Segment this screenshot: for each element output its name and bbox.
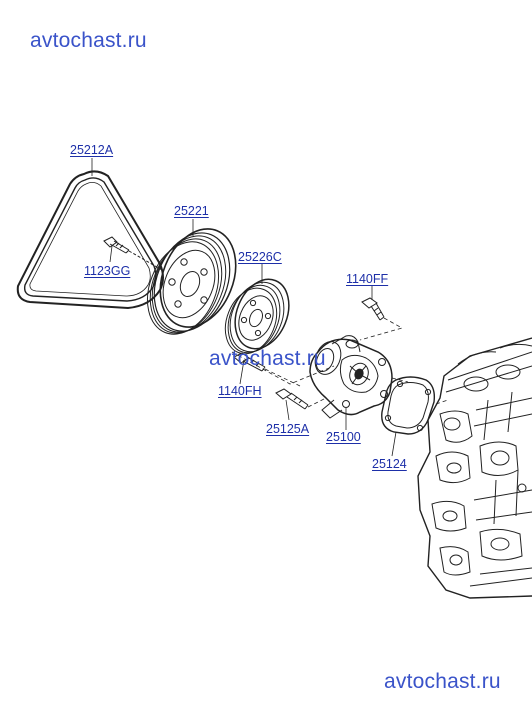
water-pump-pulley	[224, 278, 290, 355]
watermark-top: avtochast.ru	[30, 29, 147, 52]
label-water-pump: 25100	[326, 430, 361, 444]
crank-pulley	[147, 228, 237, 335]
label-crank-pulley: 25221	[174, 204, 209, 218]
drive-belt	[16, 170, 164, 310]
water-pump	[309, 335, 393, 419]
label-gasket: 25124	[372, 457, 407, 471]
label-bolt-pump: 25125A	[266, 422, 310, 436]
label-belt: 25212A	[70, 143, 114, 157]
label-bolt-upper: 1140FF	[346, 272, 389, 286]
pump-bolt-upper	[361, 297, 385, 321]
water-pump-gasket	[381, 376, 436, 435]
leader-lines	[91, 158, 397, 457]
engine-block	[417, 337, 532, 599]
watermark-bottom: avtochast.ru	[384, 670, 501, 693]
assembly-lines	[231, 317, 449, 408]
label-crank-bolt: 1123GG	[84, 264, 131, 278]
label-pump-pulley: 25226C	[238, 250, 282, 264]
watermark-middle: avtochast.ru	[209, 347, 326, 370]
pump-bolt-long	[275, 388, 309, 410]
label-bolt-lower: 1140FH	[218, 384, 262, 398]
